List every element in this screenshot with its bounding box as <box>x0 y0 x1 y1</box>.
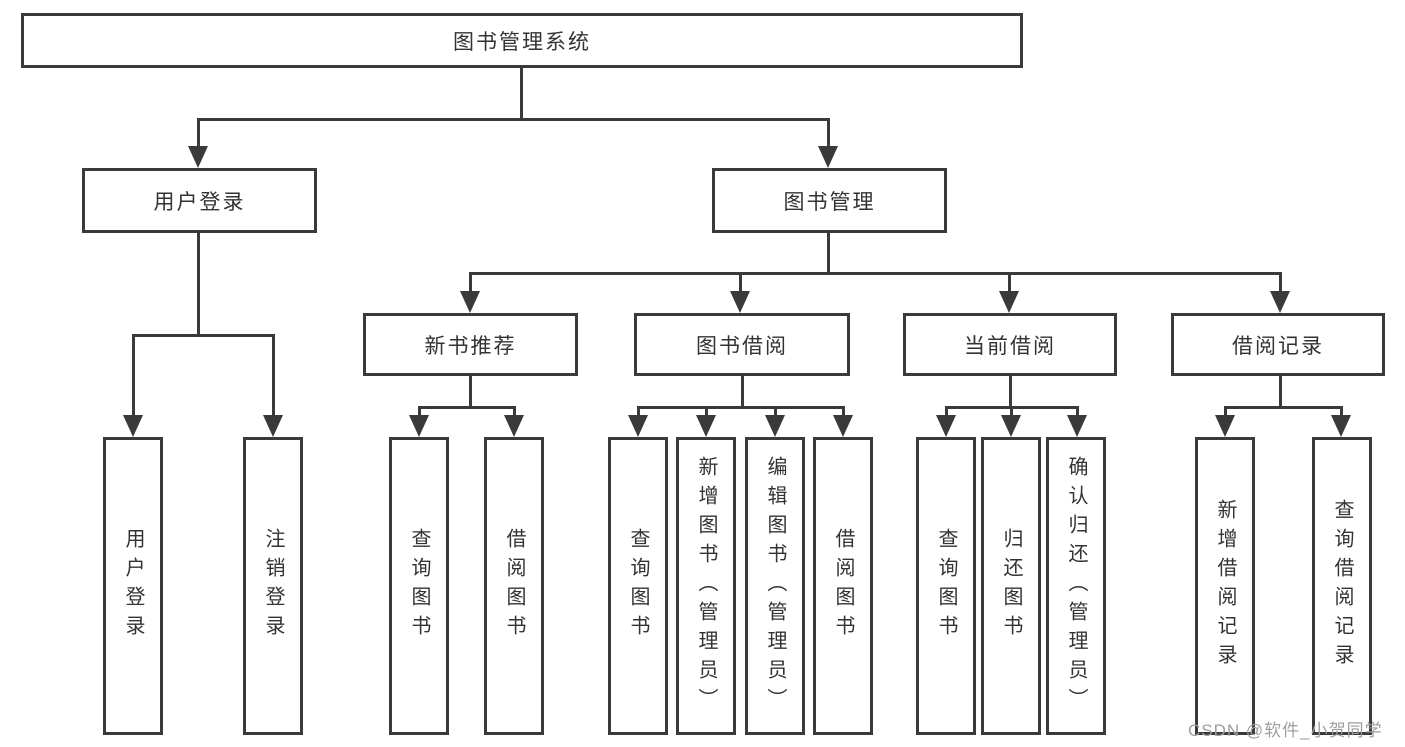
arrow-down-icon <box>1067 415 1087 437</box>
leaf-user-login: 用户登录 <box>103 437 163 735</box>
connector-line <box>469 272 1282 275</box>
connector-line <box>637 406 844 409</box>
connector-line <box>469 376 472 409</box>
connector-line <box>418 406 516 409</box>
arrow-down-icon <box>765 415 785 437</box>
leaf-return-book: 归还图书 <box>981 437 1041 735</box>
connector-line <box>132 334 275 337</box>
leaf-edit-book-admin: 编辑图书（管理员） <box>745 437 805 735</box>
arrow-down-icon <box>188 146 208 168</box>
leaf-borrow-books: 借阅图书 <box>813 437 873 735</box>
arrow-down-icon <box>1331 415 1351 437</box>
leaf-borrow-books-recommend: 借阅图书 <box>484 437 544 735</box>
connector-line <box>1009 376 1012 409</box>
connector-line <box>1279 376 1282 409</box>
node-current-borrowing: 当前借阅 <box>903 313 1117 376</box>
connector-line <box>705 406 708 418</box>
connector-line <box>1224 406 1227 418</box>
arrow-down-icon <box>936 415 956 437</box>
connector-line <box>469 272 472 294</box>
leaf-query-books-recommend: 查询图书 <box>389 437 449 735</box>
watermark: CSDN @软件_小贺同学 <box>1188 721 1383 740</box>
node-borrowing-records: 借阅记录 <box>1171 313 1385 376</box>
connector-line <box>1224 406 1343 409</box>
connector-line <box>1279 272 1282 294</box>
arrow-down-icon <box>409 415 429 437</box>
connector-line <box>739 272 742 294</box>
connector-line <box>1340 406 1343 418</box>
leaf-add-borrow-record: 新增借阅记录 <box>1195 437 1255 735</box>
leaf-query-borrow-record: 查询借阅记录 <box>1312 437 1372 735</box>
connector-line <box>197 118 200 148</box>
connector-line <box>132 334 135 417</box>
node-library-management-system: 图书管理系统 <box>21 13 1023 68</box>
arrow-down-icon <box>628 415 648 437</box>
connector-line <box>1076 406 1079 418</box>
connector-line <box>272 334 275 417</box>
leaf-confirm-return-admin: 确认归还（管理员） <box>1046 437 1106 735</box>
node-book-borrowing: 图书借阅 <box>634 313 850 376</box>
arrow-down-icon <box>1001 415 1021 437</box>
leaf-query-books-borrow: 查询图书 <box>608 437 668 735</box>
connector-line <box>1008 272 1011 294</box>
connector-line <box>418 406 421 418</box>
connector-line <box>842 406 845 418</box>
leaf-logout: 注销登录 <box>243 437 303 735</box>
arrow-down-icon <box>504 415 524 437</box>
connector-line <box>774 406 777 418</box>
arrow-down-icon <box>460 291 480 313</box>
arrow-down-icon <box>833 415 853 437</box>
arrow-down-icon <box>818 146 838 168</box>
node-book-management: 图书管理 <box>712 168 947 233</box>
arrow-down-icon <box>999 291 1019 313</box>
connector-line <box>827 118 830 148</box>
arrow-down-icon <box>730 291 750 313</box>
node-user-login: 用户登录 <box>82 168 317 233</box>
arrow-down-icon <box>263 415 283 437</box>
node-new-book-recommendation: 新书推荐 <box>363 313 578 376</box>
connector-line <box>513 406 516 418</box>
leaf-add-book-admin: 新增图书（管理员） <box>676 437 736 735</box>
leaf-query-books-current: 查询图书 <box>916 437 976 735</box>
arrow-down-icon <box>696 415 716 437</box>
arrow-down-icon <box>1215 415 1235 437</box>
connector-line <box>637 406 640 418</box>
connector-line <box>197 118 830 121</box>
connector-line <box>827 233 830 275</box>
connector-line <box>1010 406 1013 418</box>
arrow-down-icon <box>123 415 143 437</box>
connector-line <box>741 376 744 409</box>
connector-line <box>197 233 200 336</box>
connector-line <box>945 406 948 418</box>
arrow-down-icon <box>1270 291 1290 313</box>
connector-line <box>520 68 523 121</box>
